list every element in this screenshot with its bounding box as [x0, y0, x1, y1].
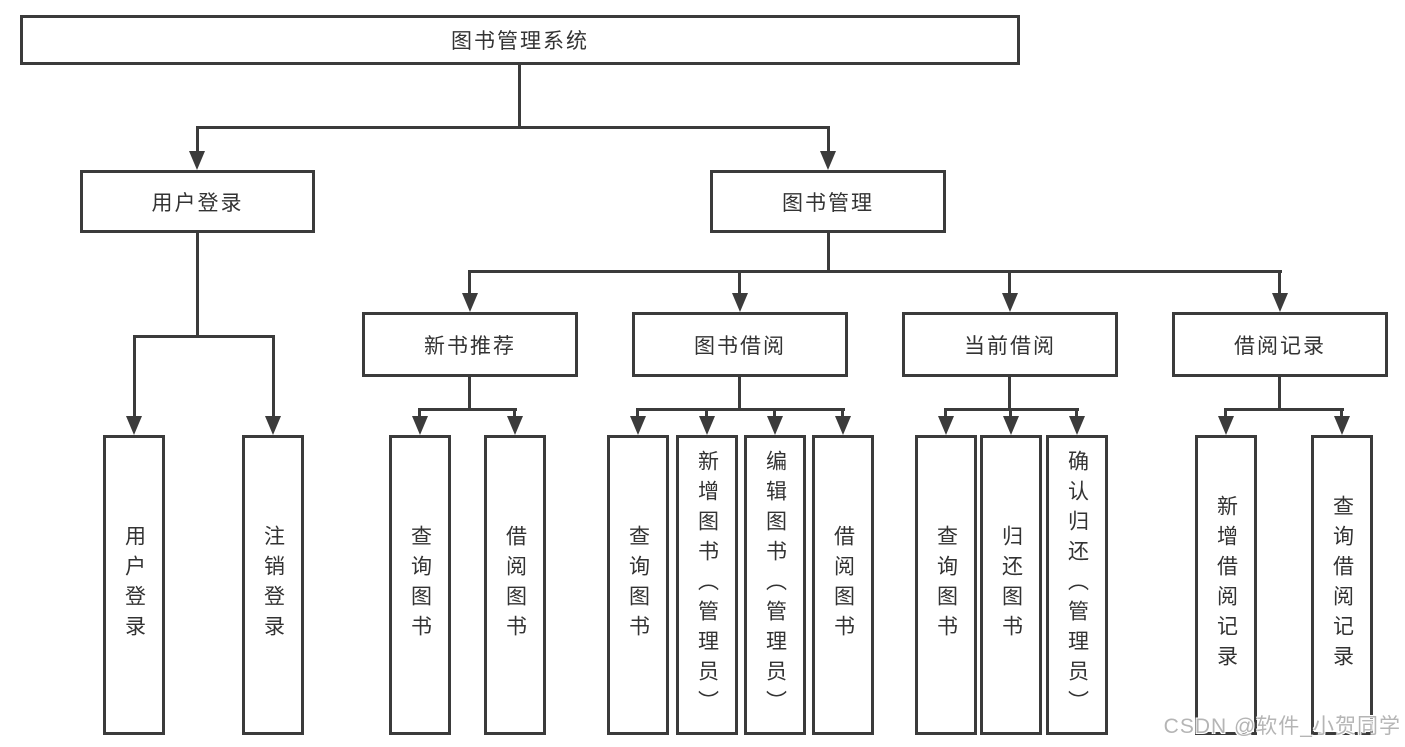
node-borrow-records: 借阅记录 [1172, 312, 1388, 377]
leaf-cb-return-books: 归还图书 [980, 435, 1042, 735]
connector-stem [1008, 270, 1011, 293]
connector-stem [196, 126, 199, 151]
connector-stem [1224, 408, 1227, 416]
arrowhead-down-icon [732, 293, 748, 312]
connector-split [418, 408, 517, 411]
leaf-cb-confirm-return-admin-label: 确认归还（管理员） [1065, 450, 1089, 720]
node-book-management: 图书管理 [710, 170, 946, 233]
node-new-book-recommend: 新书推荐 [362, 312, 578, 377]
node-current-borrow-label: 当前借阅 [964, 334, 1056, 358]
connector-stem [738, 270, 741, 293]
arrowhead-down-icon [189, 151, 205, 170]
arrowhead-down-icon [1002, 293, 1018, 312]
connector-user-login-split [133, 335, 275, 338]
node-user-login: 用户登录 [80, 170, 315, 233]
leaf-br-query-record-label: 查询借阅记录 [1330, 495, 1354, 675]
node-root-system-label: 图书管理系统 [451, 30, 589, 53]
leaf-bb-query-books-label: 查询图书 [626, 525, 650, 645]
arrowhead-down-icon [1272, 293, 1288, 312]
leaf-bb-add-books-admin: 新增图书（管理员） [676, 435, 738, 735]
connector-stem [944, 408, 947, 416]
node-book-management-label: 图书管理 [782, 191, 874, 215]
connector-stem [272, 335, 275, 416]
arrowhead-down-icon [507, 416, 523, 435]
connector-stem [513, 408, 516, 416]
connector-level2-split [196, 126, 830, 129]
connector-stem [1075, 408, 1078, 416]
node-new-book-recommend-label: 新书推荐 [424, 334, 516, 358]
csdn-watermark: CSDN @软件_小贺同学 [1163, 715, 1401, 738]
connector-stem [418, 408, 421, 416]
leaf-logout: 注销登录 [242, 435, 304, 735]
node-current-borrow: 当前借阅 [902, 312, 1118, 377]
arrowhead-down-icon [462, 293, 478, 312]
node-borrow-records-label: 借阅记录 [1234, 334, 1326, 358]
arrowhead-down-icon [699, 416, 715, 435]
leaf-nb-borrow-books-label: 借阅图书 [503, 525, 527, 645]
leaf-cb-confirm-return-admin: 确认归还（管理员） [1046, 435, 1108, 735]
connector-user-login-trunk [196, 233, 199, 335]
connector-stem [705, 408, 708, 416]
node-root-system: 图书管理系统 [20, 15, 1020, 65]
connector-stem [841, 408, 844, 416]
connector-root-trunk [518, 65, 521, 126]
leaf-bb-borrow-books: 借阅图书 [812, 435, 874, 735]
arrowhead-down-icon [1003, 416, 1019, 435]
leaf-br-query-record: 查询借阅记录 [1311, 435, 1373, 735]
arrowhead-down-icon [938, 416, 954, 435]
connector-trunk [468, 377, 471, 408]
node-book-borrow-label: 图书借阅 [694, 334, 786, 358]
arrowhead-down-icon [820, 151, 836, 170]
leaf-bb-edit-books-admin-label: 编辑图书（管理员） [763, 450, 787, 720]
leaf-nb-query-books-label: 查询图书 [408, 525, 432, 645]
leaf-bb-add-books-admin-label: 新增图书（管理员） [695, 450, 719, 720]
connector-trunk [738, 377, 741, 408]
connector-stem [773, 408, 776, 416]
arrowhead-down-icon [1069, 416, 1085, 435]
connector-split [1224, 408, 1344, 411]
arrowhead-down-icon [265, 416, 281, 435]
arrowhead-down-icon [767, 416, 783, 435]
node-user-login-label: 用户登录 [151, 191, 244, 215]
leaf-user-login: 用户登录 [103, 435, 165, 735]
arrowhead-down-icon [835, 416, 851, 435]
leaf-bb-borrow-books-label: 借阅图书 [831, 525, 855, 645]
arrowhead-down-icon [1334, 416, 1350, 435]
leaf-br-add-record-label: 新增借阅记录 [1214, 495, 1238, 675]
connector-trunk [1278, 377, 1281, 408]
leaf-cb-query-books-label: 查询图书 [934, 525, 958, 645]
arrowhead-down-icon [630, 416, 646, 435]
node-book-borrow: 图书借阅 [632, 312, 848, 377]
leaf-cb-query-books: 查询图书 [915, 435, 977, 735]
leaf-bb-query-books: 查询图书 [607, 435, 669, 735]
connector-stem [1340, 408, 1343, 416]
leaf-nb-borrow-books: 借阅图书 [484, 435, 546, 735]
connector-level3-split [468, 270, 1282, 273]
connector-trunk [1008, 377, 1011, 408]
connector-book-mgmt-trunk [827, 233, 830, 270]
arrowhead-down-icon [412, 416, 428, 435]
connector-stem [133, 335, 136, 416]
leaf-logout-label: 注销登录 [261, 525, 285, 645]
connector-stem [827, 126, 830, 151]
leaf-cb-return-books-label: 归还图书 [999, 525, 1023, 645]
connector-split [636, 408, 845, 411]
arrowhead-down-icon [1218, 416, 1234, 435]
arrowhead-down-icon [126, 416, 142, 435]
connector-stem [468, 270, 471, 293]
leaf-bb-edit-books-admin: 编辑图书（管理员） [744, 435, 806, 735]
leaf-br-add-record: 新增借阅记录 [1195, 435, 1257, 735]
connector-stem [636, 408, 639, 416]
leaf-user-login-label: 用户登录 [122, 525, 146, 645]
connector-stem [1009, 408, 1012, 416]
connector-stem [1278, 270, 1281, 293]
leaf-nb-query-books: 查询图书 [389, 435, 451, 735]
